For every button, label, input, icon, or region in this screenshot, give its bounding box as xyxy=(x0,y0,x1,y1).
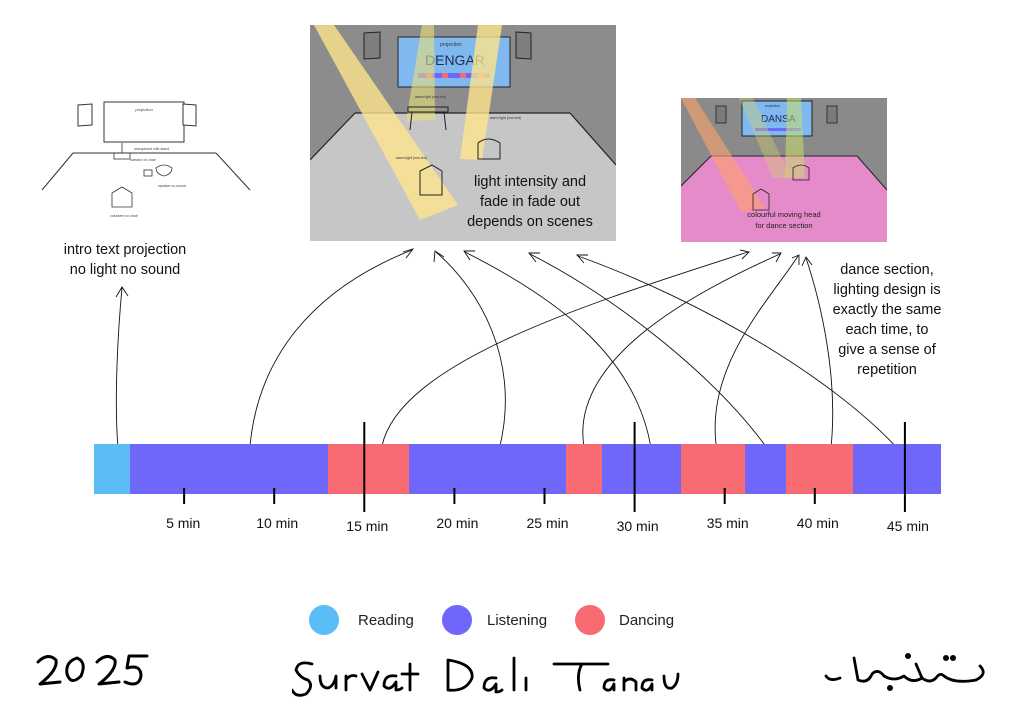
svg-text:DANSA: DANSA xyxy=(761,114,796,125)
timeline-segment-listening xyxy=(602,444,682,494)
listening-note-line: light intensity and xyxy=(473,174,587,190)
dance-note-line: exactly the same xyxy=(832,302,942,318)
listening-note-line: fade in fade out xyxy=(480,194,580,210)
svg-text:projection: projection xyxy=(440,42,462,48)
dance-note-line: each time, to xyxy=(845,322,929,338)
arrow-listening-4 xyxy=(529,253,773,456)
svg-text:for dance section: for dance section xyxy=(755,221,812,230)
arrow-dance-4 xyxy=(805,257,834,457)
timeline-segment-listening xyxy=(130,444,329,494)
svg-text:projection: projection xyxy=(765,104,780,108)
legend: Reading Listening Dancing xyxy=(309,605,709,637)
svg-text:microphone with stand: microphone with stand xyxy=(134,147,169,151)
svg-text:volunteer no chair: volunteer no chair xyxy=(110,214,139,218)
handwritten-arabic-signature xyxy=(820,650,990,692)
timeline-tick-label: 20 min xyxy=(436,515,479,531)
timeline-tick-label: 40 min xyxy=(796,515,839,531)
arabic-signature-drawing xyxy=(824,653,985,692)
arrow-listening-2 xyxy=(435,251,506,447)
svg-text:warm light (non-led): warm light (non-led) xyxy=(490,116,521,120)
listening-note-line: depends on scenes xyxy=(467,214,593,230)
legend-label-dancing: Dancing xyxy=(619,612,675,629)
intro-stage-drawing: projection microphone with stand narrato… xyxy=(41,101,251,218)
dance-note: dance section, lighting design is exactl… xyxy=(812,260,962,380)
timeline-tick-label: 10 min xyxy=(256,515,299,531)
svg-text:speaker no sound: speaker no sound xyxy=(158,184,186,188)
dance-stage-sketch: projection DANSA colourful moving head f… xyxy=(681,98,887,242)
arrow-dance-1 xyxy=(381,251,749,447)
timeline-segment-dancing xyxy=(681,444,745,494)
handwritten-year xyxy=(35,648,150,693)
legend-label-reading: Reading xyxy=(358,612,414,629)
dance-stage-drawing: projection DANSA colourful moving head f… xyxy=(681,98,887,242)
timeline-tick-label: 15 min xyxy=(346,518,389,534)
handwritten-year-drawing xyxy=(36,654,149,686)
intro-stage-sketch: projection microphone with stand narrato… xyxy=(38,95,253,230)
intro-note-line: intro text projection xyxy=(63,242,187,258)
listening-stage-sketch: projection DENGAR warm light (non-led) w… xyxy=(310,25,616,241)
timeline-segment-dancing xyxy=(566,444,603,494)
timeline-segment-reading xyxy=(94,444,131,494)
handwritten-title xyxy=(290,650,687,702)
dance-note-line: lighting design is xyxy=(833,282,941,298)
intro-note: intro text projection no light no sound xyxy=(25,240,225,280)
svg-text:narrator on chair: narrator on chair xyxy=(130,158,157,162)
svg-text:warm light (non-led): warm light (non-led) xyxy=(415,95,446,99)
timeline-segment-listening xyxy=(409,444,567,494)
timeline-tick-label: 30 min xyxy=(616,518,659,534)
timeline-tick-label: 25 min xyxy=(526,515,569,531)
arrow-listening-1 xyxy=(249,249,413,447)
svg-text:colourful moving head: colourful moving head xyxy=(747,210,820,219)
timeline-bar xyxy=(94,444,942,494)
legend-swatch-listening xyxy=(442,605,472,635)
timeline-tick-label: 5 min xyxy=(166,515,201,531)
timeline-tick-label: 35 min xyxy=(706,515,749,531)
dance-note-line: repetition xyxy=(857,362,917,378)
dance-note-line: dance section, xyxy=(840,262,934,278)
timeline-segment-dancing xyxy=(785,444,854,494)
dance-note-line: give a sense of xyxy=(838,342,936,358)
svg-text:warm light (non-led): warm light (non-led) xyxy=(396,156,427,160)
arrow-dance-2 xyxy=(582,253,781,457)
arrow-listening-3 xyxy=(464,251,653,456)
legend-swatch-reading xyxy=(309,605,339,635)
legend-swatch-dancing xyxy=(575,605,605,635)
svg-text:projection: projection xyxy=(135,107,152,112)
listening-stage-drawing: projection DENGAR warm light (non-led) w… xyxy=(310,25,616,241)
handwritten-title-drawing xyxy=(290,656,680,697)
arrow-reading-intro xyxy=(115,287,123,449)
intro-note-line: no light no sound xyxy=(69,262,181,278)
timeline-segment-dancing xyxy=(328,444,410,494)
arrow-dance-3 xyxy=(714,255,799,457)
listening-note: light intensity and fade in fade out dep… xyxy=(455,172,605,232)
arrow-listening-5 xyxy=(577,255,909,461)
svg-text:DENGAR: DENGAR xyxy=(425,52,485,68)
timeline-tick-label: 45 min xyxy=(886,518,929,534)
timeline-segment-listening xyxy=(744,444,787,494)
legend-label-listening: Listening xyxy=(487,612,548,629)
timeline-segment-listening xyxy=(852,444,942,494)
